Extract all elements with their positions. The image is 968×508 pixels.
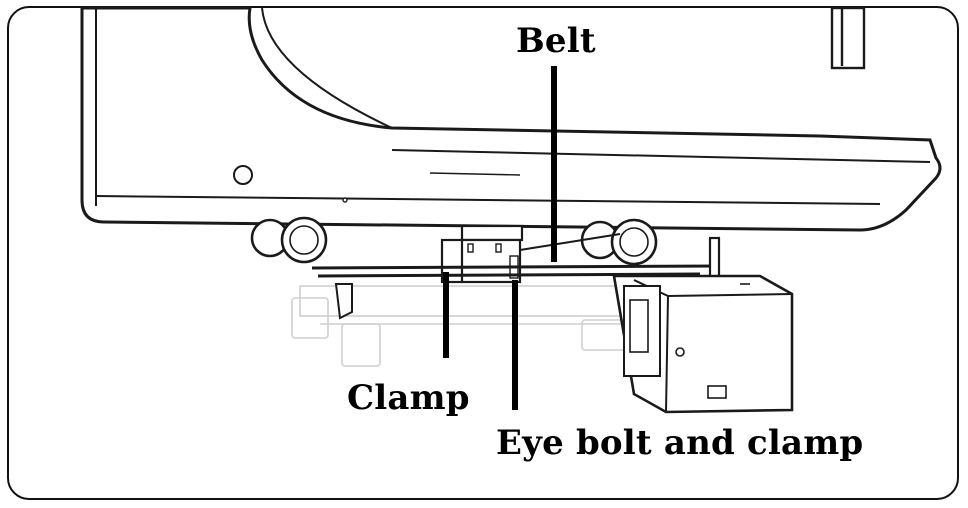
caster-wheel-left xyxy=(250,216,328,264)
motor-post xyxy=(708,236,721,280)
caster-wheel-right xyxy=(580,218,658,266)
belt-strap xyxy=(311,233,721,278)
belt-label: Belt xyxy=(516,21,596,61)
eye-bolt-and-clamp-label: Eye bolt and clamp xyxy=(496,423,864,463)
upright-post xyxy=(830,6,866,70)
clamp-label: Clamp xyxy=(347,378,470,418)
table-body xyxy=(80,6,942,232)
left-clip-bracket xyxy=(334,283,353,320)
motor-box xyxy=(612,274,794,414)
callout-lines xyxy=(443,66,557,410)
